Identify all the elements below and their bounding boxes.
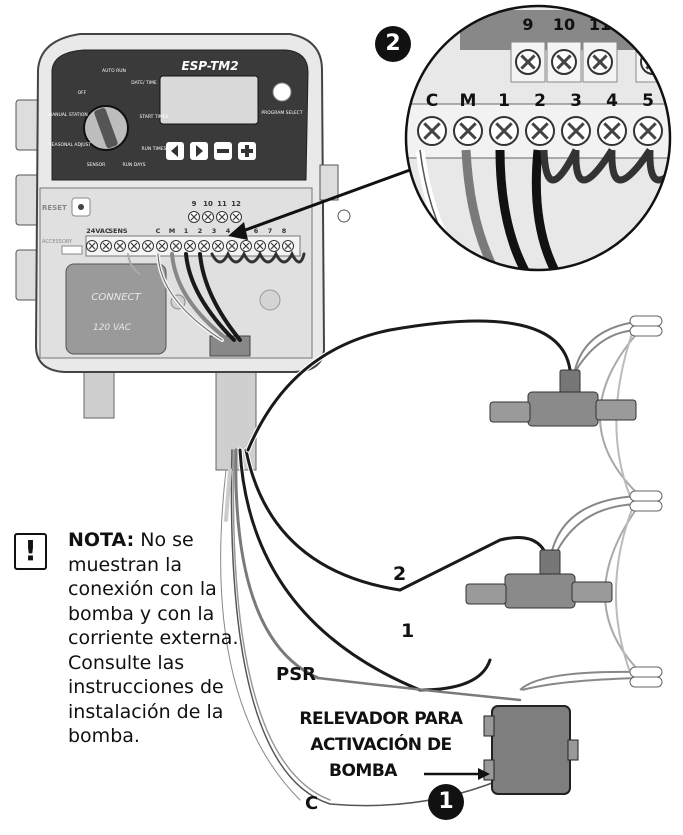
terminal-label: 3 [212,227,217,235]
internal-wires [127,250,306,342]
field-wires [220,318,573,807]
valve-2 [465,549,613,609]
terminal-labels: 24VACSENSCM12345678 [86,227,286,235]
valve-1 [489,369,637,427]
power-cover [65,263,167,355]
zoom-terminal-label: C [426,91,438,111]
svg-text:SENSOR: SENSOR [87,162,106,168]
wire-label-c: C [305,793,319,814]
terminal-label: 12 [231,200,241,208]
svg-text:120 VAC: 120 VAC [93,323,132,333]
relay-label-line1: RELEVADOR PARA [299,709,463,729]
svg-text:AUTO RUN: AUTO RUN [102,68,126,74]
nav-buttons[interactable] [166,142,256,160]
step-2-badge: 2 [375,26,411,62]
wire-caps [629,315,663,688]
terminal-label: SENS [108,227,128,235]
zoom-terminal-label: 10 [553,15,575,34]
wire-label-psr: PSR [276,664,317,685]
relay-label-line3: BOMBA [329,761,397,781]
mount-tab [83,369,115,419]
svg-text:RESET: RESET [42,204,67,212]
zoom-terminal-label: 4 [606,91,618,111]
program-select-button[interactable] [272,82,292,102]
zoom-arrow [239,168,411,234]
svg-text:RUN DAYS: RUN DAYS [123,162,146,168]
note-block: NOTA: No se muestran la conexión con la … [68,528,244,749]
svg-text:START TIMES: START TIMES [140,114,169,120]
zoom-terminal-label: 1 [498,91,510,111]
svg-text:ACCESSORY: ACCESSORY [42,239,73,245]
terminal-label: 7 [268,227,273,235]
front-panel: ESP-TM2 PROGRAM SELECT AUTO RUN DATE/ TI… [48,49,309,181]
relay-label-line2: ACTIVACIÓN DE [310,735,452,755]
terminal-label: 1 [184,227,189,235]
zoom-terminal-label: 9 [522,15,533,34]
zoom-terminal-label: 2 [534,91,546,111]
svg-text:DATE/ TIME: DATE/ TIME [131,80,157,86]
svg-text:PROGRAM SELECT: PROGRAM SELECT [261,110,302,116]
zoom-terminal-label: M [460,91,477,111]
terminal-label: 8 [282,227,287,235]
wire-label-2: 2 [393,563,407,585]
pump-relay [483,705,579,795]
warning-icon: ! [14,533,47,570]
model-label: ESP-TM2 [181,59,238,73]
terminal-label: M [169,227,175,235]
terminal-screws [86,240,294,252]
step-1-badge: 1 [428,784,464,820]
svg-text:CONNECT: CONNECT [91,292,141,303]
terminal-label: 11 [217,200,227,208]
terminal-label: 9 [192,200,197,208]
wire-grommet [209,335,251,357]
terminal-label: 10 [203,200,213,208]
svg-text:OFF: OFF [78,90,87,96]
terminal-label: C [156,227,161,235]
svg-text:SEASONAL ADJUST: SEASONAL ADJUST [49,142,92,148]
extra-terminals: 9 10 11 12 [188,200,242,223]
wire-label-1: 1 [401,620,415,642]
lcd-display [159,75,259,125]
note-title: NOTA: [68,529,135,551]
zoom-terminal-label: 5 [642,91,654,111]
relay-label: RELEVADOR PARA ACTIVACIÓN DE BOMBA [276,706,486,784]
terminal-label: 6 [254,227,259,235]
terminal-label: 24VAC [86,227,110,235]
svg-text:RUN TIMES: RUN TIMES [142,146,167,152]
terminal-label: 2 [198,227,203,235]
svg-text:MANUAL STATION: MANUAL STATION [48,112,88,118]
zoom-terminal-label: 3 [570,91,582,111]
note-text: No se muestran la conexión con la bomba … [68,529,239,747]
terminal-label: 4 [226,227,231,235]
wiring-compartment: RESET ACCESSORY CONNECT 120 VAC [39,187,313,359]
